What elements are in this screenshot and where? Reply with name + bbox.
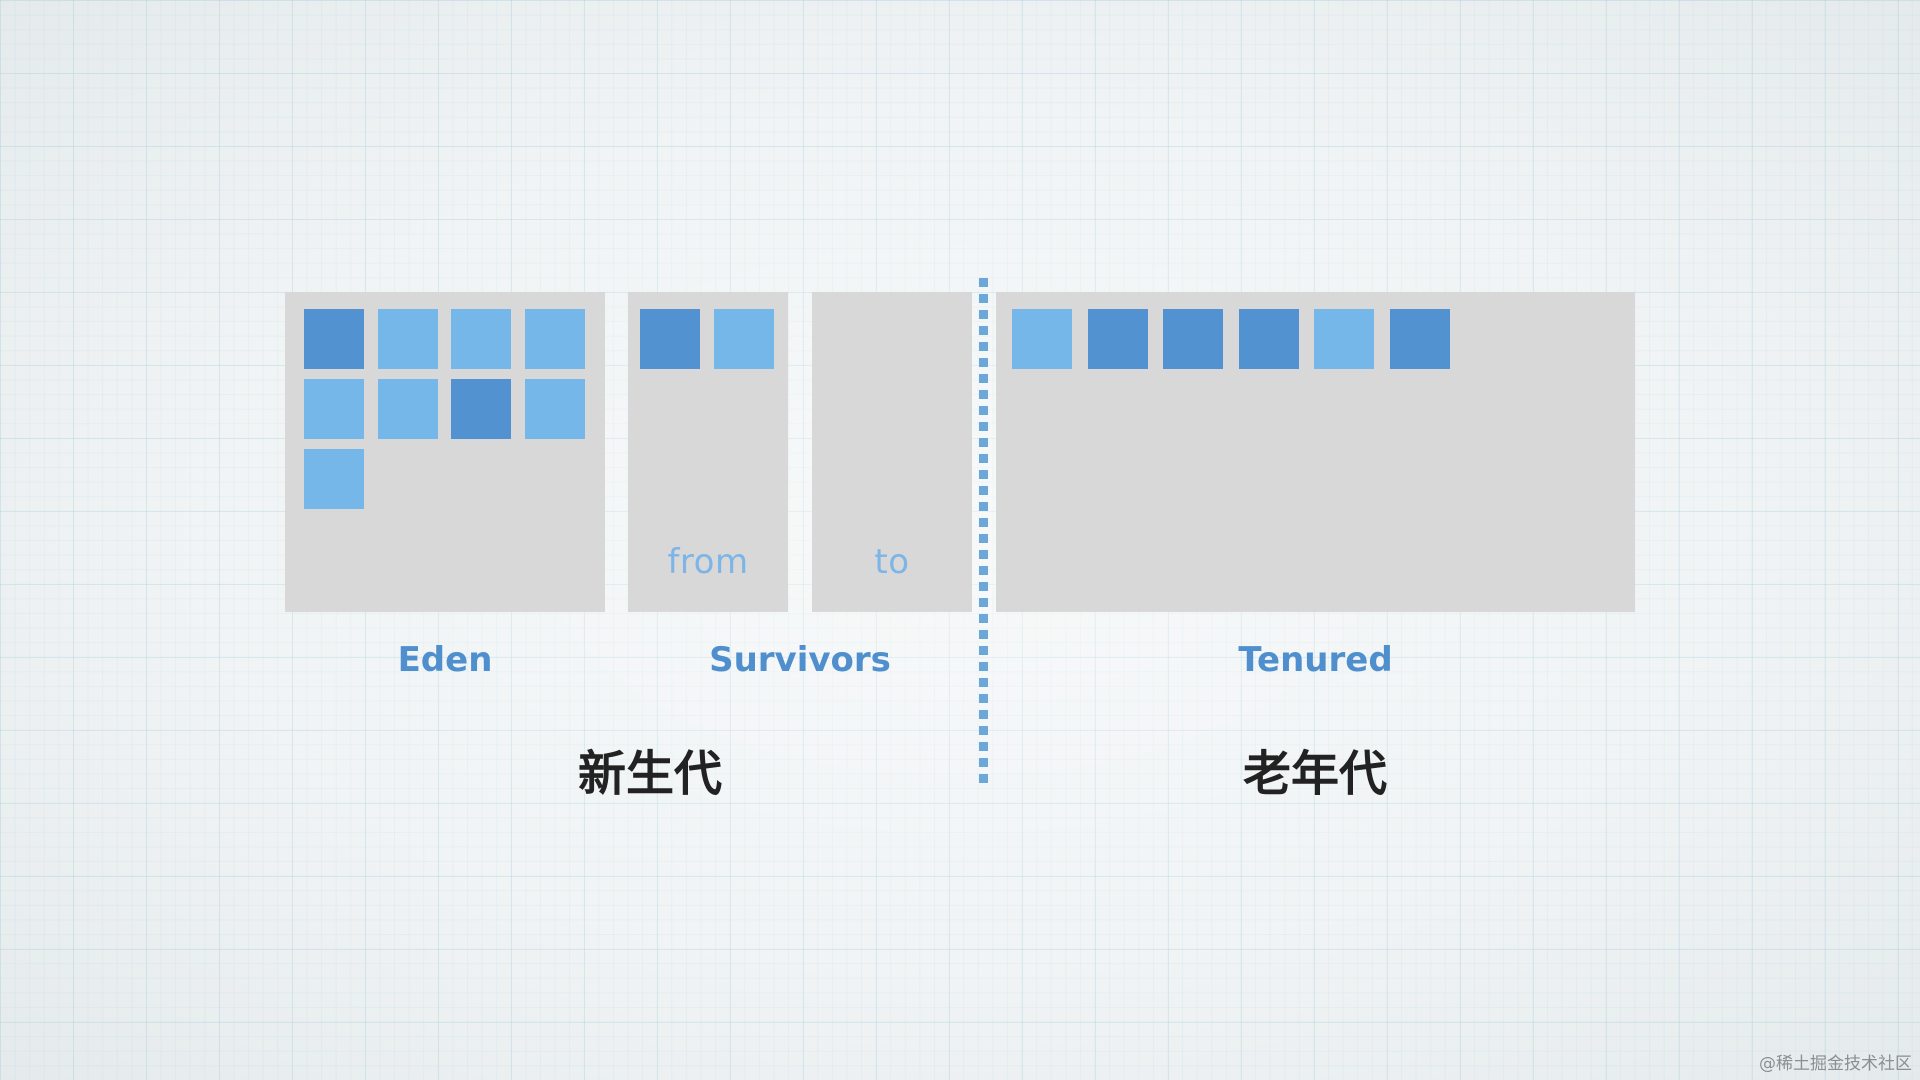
watermark: @稀土掘金技术社区 — [1759, 1054, 1912, 1074]
tenured-object-block — [1314, 309, 1374, 369]
old-generation-label: 老年代 — [1242, 746, 1387, 802]
eden-region — [285, 292, 605, 612]
tenured-object-block — [1087, 309, 1148, 369]
survivors-label: Survivors — [709, 640, 891, 680]
eden-object-block — [377, 379, 438, 439]
survivor-to-region: to — [812, 292, 972, 612]
eden-object-block — [451, 379, 511, 439]
from-label: from — [667, 542, 749, 582]
young-generation-label: 新生代 — [577, 746, 722, 802]
eden-label: Eden — [397, 640, 493, 680]
eden-object-block — [304, 309, 364, 369]
survivor-from-region: from — [628, 292, 788, 612]
eden-object-block — [451, 309, 511, 369]
generation-divider — [979, 278, 988, 788]
tenured-region — [996, 292, 1635, 612]
tenured-label: Tenured — [1238, 640, 1393, 680]
eden-object-block — [524, 379, 585, 439]
eden-object-block — [524, 309, 585, 369]
tenured-object-block — [1012, 309, 1072, 369]
to-label: to — [874, 542, 910, 582]
eden-object-block — [304, 379, 364, 439]
tenured-object-block — [1238, 309, 1299, 369]
survivor-from-object-block — [713, 309, 774, 369]
eden-object-block — [377, 309, 438, 369]
tenured-object-block — [1389, 309, 1450, 369]
survivor-from-object-block — [640, 309, 700, 369]
tenured-object-block — [1163, 309, 1223, 369]
eden-object-block — [304, 449, 364, 509]
